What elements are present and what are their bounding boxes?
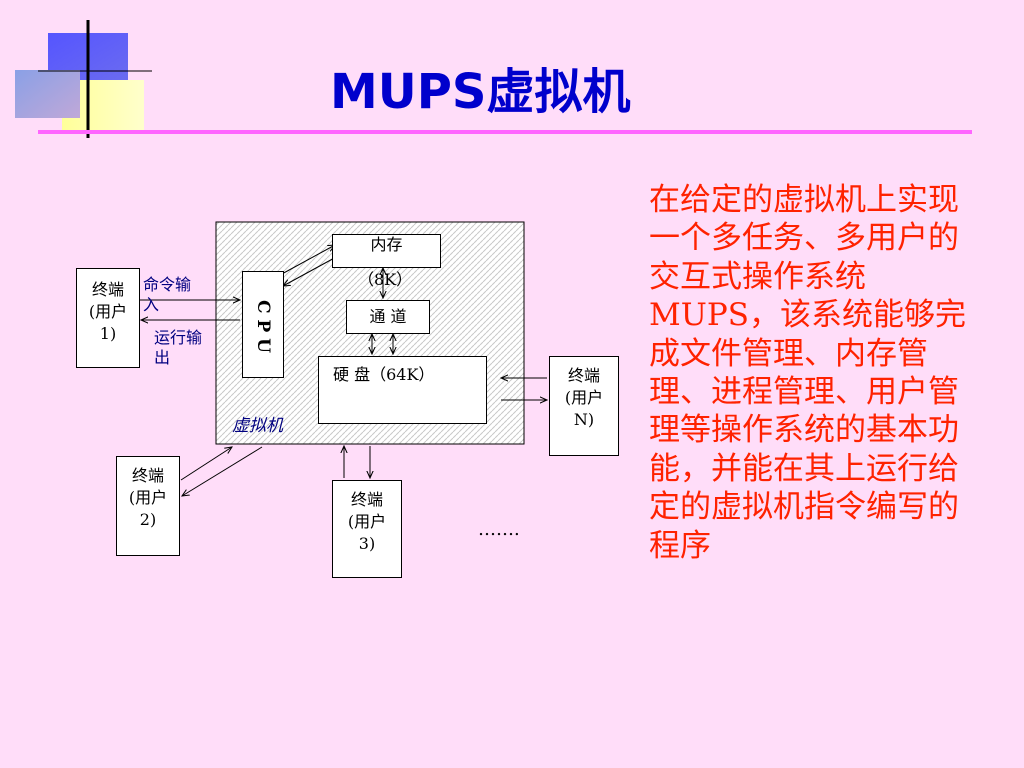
terminal-user2: 终端 (用户 2) xyxy=(116,456,180,556)
deco-lavender-square xyxy=(15,70,80,118)
page-title: MUPS虚拟机 xyxy=(330,64,631,120)
terminal-user3: 终端 (用户 3) xyxy=(332,480,402,578)
arrow-vm-to-terminal2 xyxy=(182,446,263,496)
channel-box: 通 道 xyxy=(346,300,430,334)
decorative-squares xyxy=(15,20,152,138)
terminal-userN: 终端 (用户 N) xyxy=(549,356,619,456)
memory-label: 内存 xyxy=(370,235,403,254)
command-input-line2: 入 xyxy=(143,295,160,314)
terminal3-line2: (用户 xyxy=(347,512,387,531)
terminal1-line3: 1) xyxy=(99,324,117,343)
terminalN-line3: N) xyxy=(573,410,595,429)
memory-size-label: （8K） xyxy=(358,270,413,289)
command-input-line1: 命令输 xyxy=(143,275,192,294)
cpu-box: C P U xyxy=(242,271,284,378)
terminal2-line2: (用户 xyxy=(128,488,168,507)
title-divider xyxy=(38,130,972,134)
terminal3-line1: 终端 xyxy=(350,490,383,509)
more-terminals-ellipsis: ……. xyxy=(478,519,520,540)
memory-box: 内存 xyxy=(332,234,441,268)
disk-box: 硬 盘（64K） xyxy=(318,356,487,424)
terminal3-line3: 3) xyxy=(358,534,376,553)
run-output-line2: 出 xyxy=(154,348,171,367)
terminal1-line1: 终端 xyxy=(91,280,124,299)
vm-label: 虚拟机 xyxy=(232,416,283,436)
terminalN-line2: (用户 xyxy=(564,388,604,407)
arrow-memory-to-cpu xyxy=(283,255,339,286)
terminal-user1: 终端 (用户 1) xyxy=(76,268,140,368)
terminalN-line1: 终端 xyxy=(567,366,600,385)
terminal2-line3: 2) xyxy=(139,510,157,529)
run-output-label: 运行输 出 xyxy=(154,328,202,368)
arrow-cpu-to-memory xyxy=(279,245,335,276)
description-text: 在给定的虚拟机上实现一个多任务、多用户的交互式操作系统MUPS，该系统能够完成文… xyxy=(649,182,966,564)
run-output-line1: 运行输 xyxy=(154,328,203,347)
arrow-terminal2-to-vm xyxy=(180,447,232,481)
cpu-label: C P U xyxy=(253,300,273,353)
terminal1-line2: (用户 xyxy=(88,302,128,321)
command-input-label: 命令输 入 xyxy=(143,275,191,315)
terminal2-line1: 终端 xyxy=(131,466,164,485)
